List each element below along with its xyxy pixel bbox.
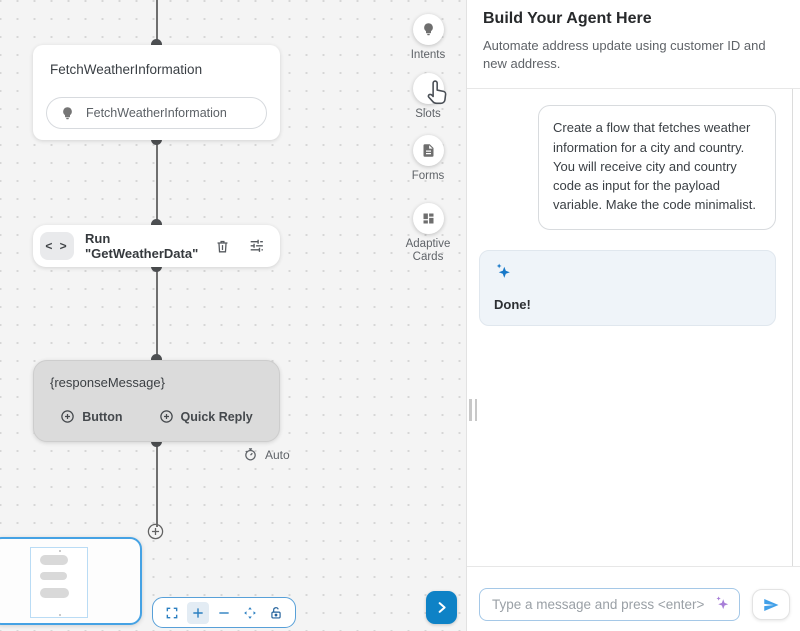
- add-button-action[interactable]: Button: [60, 409, 123, 424]
- agent-message-text: Done!: [494, 296, 531, 312]
- tune-icon[interactable]: [248, 237, 266, 255]
- add-node-button[interactable]: [147, 523, 164, 545]
- zoom-in-icon[interactable]: [187, 601, 209, 624]
- agent-chat-panel: Build Your Agent Here Automate address u…: [466, 0, 800, 631]
- plus-circle-icon: [147, 523, 164, 540]
- intent-pill[interactable]: FetchWeatherInformation: [46, 97, 267, 129]
- plus-circle-icon: [61, 410, 74, 423]
- intent-node-title: FetchWeatherInformation: [50, 62, 203, 77]
- node-port[interactable]: [151, 39, 162, 50]
- flow-canvas[interactable]: FetchWeatherInformation FetchWeatherInfo…: [0, 0, 466, 631]
- panel-subtitle: Automate address update using customer I…: [483, 38, 766, 72]
- minimap-viewport[interactable]: [30, 547, 88, 618]
- code-node[interactable]: < > Run "GetWeatherData": [33, 225, 280, 267]
- hand-cursor-icon: [423, 78, 450, 115]
- message-input[interactable]: [479, 588, 740, 621]
- dashboard-icon: [423, 213, 433, 224]
- code-node-label: Run "GetWeatherData": [85, 231, 199, 261]
- flow-connector-line: [156, 267, 158, 360]
- send-icon: [764, 598, 779, 611]
- toolbar-item-adaptive-cards[interactable]: Adaptive Cards: [393, 203, 463, 264]
- lock-icon[interactable]: [265, 602, 287, 624]
- node-port[interactable]: [151, 354, 162, 365]
- lightbulb-icon: [423, 23, 433, 36]
- panel-resize-handle[interactable]: [469, 399, 477, 422]
- fit-screen-icon[interactable]: [161, 602, 183, 624]
- plus-circle-icon: [159, 410, 173, 423]
- agent-message-bubble: Done!: [479, 249, 776, 326]
- panel-header: Build Your Agent Here Automate address u…: [467, 0, 800, 88]
- user-message-bubble: Create a flow that fetches weather infor…: [538, 105, 776, 230]
- timer-icon: [245, 448, 256, 461]
- chat-area[interactable]: Create a flow that fetches weather infor…: [467, 89, 800, 566]
- flow-connector-line: [156, 0, 158, 45]
- code-icon: < >: [40, 232, 74, 260]
- divider: [467, 88, 800, 90]
- intent-pill-label: FetchWeatherInformation: [86, 106, 227, 120]
- document-icon: [423, 144, 433, 157]
- response-message-node[interactable]: {responseMessage} Button Quick Reply: [33, 360, 280, 442]
- chat-scrollbar[interactable]: [792, 89, 793, 566]
- toolbar-item-forms[interactable]: Forms: [393, 135, 463, 183]
- intent-node[interactable]: FetchWeatherInformation FetchWeatherInfo…: [33, 45, 280, 140]
- toolbar-item-intents[interactable]: Intents: [393, 14, 463, 62]
- auto-mode-badge: Auto: [243, 447, 290, 462]
- center-view-icon[interactable]: [239, 602, 261, 624]
- ai-sparkle-icon[interactable]: [714, 595, 731, 617]
- minimap[interactable]: [0, 537, 142, 625]
- flow-connector-line: [156, 442, 158, 527]
- panel-title: Build Your Agent Here: [483, 10, 652, 27]
- zoom-out-icon[interactable]: [213, 602, 235, 624]
- add-quick-reply-action[interactable]: Quick Reply: [159, 409, 253, 424]
- canvas-zoom-toolbar: [152, 597, 296, 628]
- send-button[interactable]: [752, 589, 790, 620]
- response-variable: {responseMessage}: [50, 375, 165, 390]
- delete-icon[interactable]: [214, 238, 231, 255]
- chevron-right-icon: [438, 602, 446, 613]
- lightbulb-icon: [60, 106, 75, 121]
- auto-label: Auto: [265, 447, 290, 462]
- collapse-panel-button[interactable]: [426, 591, 457, 624]
- node-port[interactable]: [151, 219, 162, 230]
- toolbar-item-slots[interactable]: Slots: [393, 73, 463, 121]
- flow-connector-line: [156, 140, 158, 225]
- sparkle-icon: [496, 263, 510, 278]
- message-composer: [467, 566, 800, 631]
